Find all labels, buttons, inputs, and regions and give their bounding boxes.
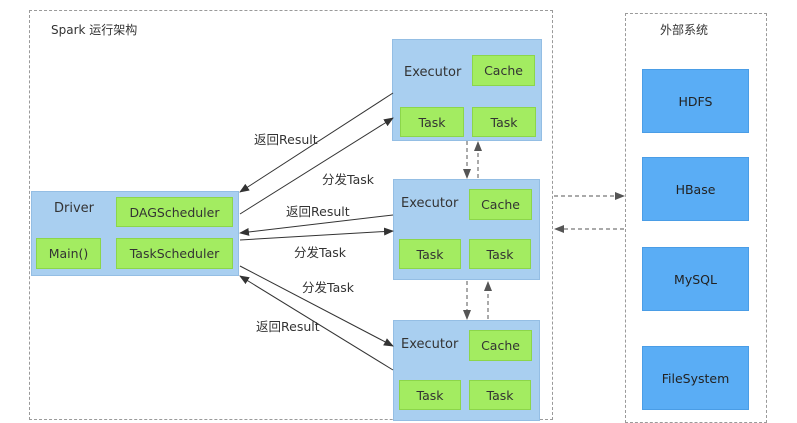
executor-3-task-1: Task <box>399 380 461 410</box>
task-scheduler: TaskScheduler <box>116 238 233 269</box>
label-return-result-2: 返回Result <box>286 204 350 219</box>
executor-label-3: Executor <box>401 337 459 352</box>
executor-3-cache: Cache <box>469 330 532 361</box>
label-dispatch-task-2: 分发Task <box>294 245 346 260</box>
dag-scheduler: DAGScheduler <box>116 197 233 227</box>
hdfs-box: HDFS <box>642 69 749 133</box>
executor-1-task-2: Task <box>472 107 536 137</box>
label-return-result-3: 返回Result <box>256 319 320 334</box>
arrow-dispatch-task-3 <box>239 265 394 347</box>
label-return-result-1: 返回Result <box>254 132 318 147</box>
executor-3-task-2: Task <box>469 380 531 410</box>
arrow-dispatch-task-1 <box>239 117 394 215</box>
executor-2-task-2: Task <box>469 239 531 269</box>
mysql-box: MySQL <box>642 247 749 311</box>
arrow-return-result-3 <box>239 275 394 371</box>
driver-label: Driver <box>54 201 95 216</box>
main-function: Main() <box>36 238 101 269</box>
executor-2-cache: Cache <box>469 189 532 220</box>
executor-label-1: Executor <box>404 65 462 80</box>
arrow-dispatch-task-2 <box>239 227 394 241</box>
filesystem-box: FileSystem <box>642 346 749 410</box>
executor-1-task-1: Task <box>400 107 464 137</box>
executor-label-2: Executor <box>401 196 459 211</box>
arrows-layer <box>239 92 625 371</box>
arrow-return-result-2 <box>239 214 394 236</box>
label-dispatch-task-1: 分发Task <box>322 172 374 187</box>
arrow-return-result-1 <box>239 92 394 193</box>
external-frame-title: 外部系统 <box>660 23 709 37</box>
executor-1-cache: Cache <box>472 55 535 86</box>
executor-2-task-1: Task <box>399 239 461 269</box>
spark-frame-title: Spark 运行架构 <box>51 23 138 37</box>
hbase-box: HBase <box>642 157 749 221</box>
label-dispatch-task-3: 分发Task <box>302 280 354 295</box>
